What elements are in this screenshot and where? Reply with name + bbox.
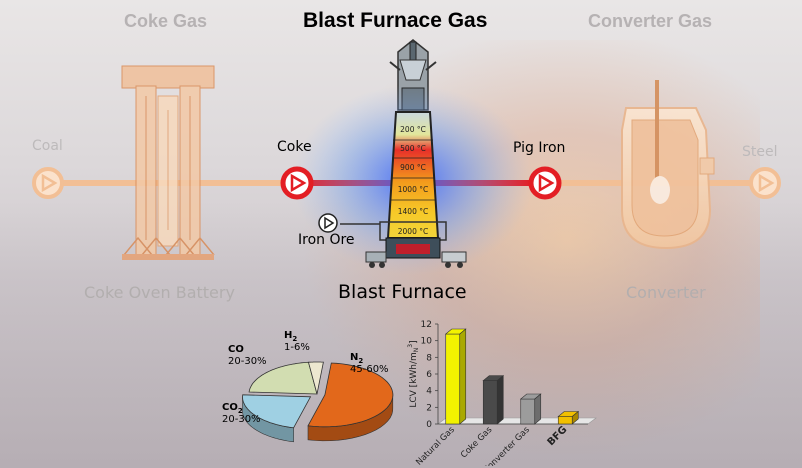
bar-ytick-label-5: 10 [421, 337, 433, 347]
blast-furnace-label: Blast Furnace [338, 281, 467, 303]
temp-label-1000: 1000 °C [398, 185, 428, 194]
coal-arrow-icon [32, 167, 64, 199]
iron-ore-arrow-icon [318, 213, 338, 233]
bar-side-1 [496, 375, 504, 425]
pie-label-range-2: 20-30% [228, 356, 267, 367]
temp-label-900: 900 °C [400, 163, 426, 172]
pie-label-range-0: 45-60% [350, 364, 389, 375]
converter-label: Converter [626, 283, 706, 302]
bar-ytick-label-0: 0 [426, 420, 432, 430]
bar-2 [520, 398, 536, 425]
pie-label-name-1: CO2 [222, 402, 243, 415]
coke-oven-battery-illustration [121, 65, 215, 260]
steel-arrow-icon [749, 167, 781, 199]
bar-ytick-label-1: 2 [426, 403, 432, 413]
bar-ylabel: LCV [kWh/mN3] [407, 340, 420, 407]
bar-category-label-3: BFG [546, 424, 570, 448]
pie-slice-3 [308, 361, 324, 395]
converter-gas-title: Converter Gas [588, 11, 713, 31]
pie-label-name-2: CO [228, 344, 244, 355]
iron-ore-label: Iron Ore [298, 232, 355, 248]
temp-label-500: 500 °C [400, 144, 426, 153]
pie-label-range-1: 20-30% [222, 414, 261, 425]
coke-label: Coke [277, 139, 312, 155]
temp-label-1400: 1400 °C [398, 207, 428, 216]
bar-ytick-label-6: 12 [421, 320, 432, 330]
pie-slice-0 [307, 362, 394, 428]
coke-arrow-icon [280, 166, 314, 200]
temp-label-200: 200 °C [400, 125, 426, 134]
steel-label: Steel [742, 144, 778, 160]
pie-slice-1 [242, 394, 312, 429]
bar-side-2 [534, 393, 542, 425]
pig-iron-arrow-icon [528, 166, 562, 200]
bar-side-0 [459, 328, 467, 425]
pig-iron-label: Pig Iron [513, 140, 566, 156]
converter-illustration [621, 80, 715, 250]
coke-gas-title: Coke Gas [124, 11, 208, 31]
temp-label-2000: 2000 °C [398, 227, 428, 236]
bar-0 [445, 333, 461, 425]
main-title: Blast Furnace Gas [303, 9, 488, 32]
bar-category-label-1: Coke Gas [459, 425, 495, 461]
bar-1 [482, 380, 498, 425]
pie-slice-2 [248, 361, 318, 395]
bar-side-3 [571, 410, 579, 425]
bar-category-label-0: Natural Gas [414, 425, 457, 466]
bar-ytick-label-2: 4 [426, 387, 432, 397]
bar-3 [557, 416, 573, 425]
pie-label-range-3: 1-6% [284, 342, 310, 353]
blast-furnace-illustration: 200 °C 500 °C 900 °C 1000 °C 1400 °C 200… [293, 39, 533, 275]
bar-ytick-label-4: 8 [426, 353, 432, 363]
bar-ytick-label-3: 6 [426, 370, 432, 380]
coke-oven-battery-label: Coke Oven Battery [84, 283, 235, 302]
coal-label: Coal [32, 138, 63, 154]
